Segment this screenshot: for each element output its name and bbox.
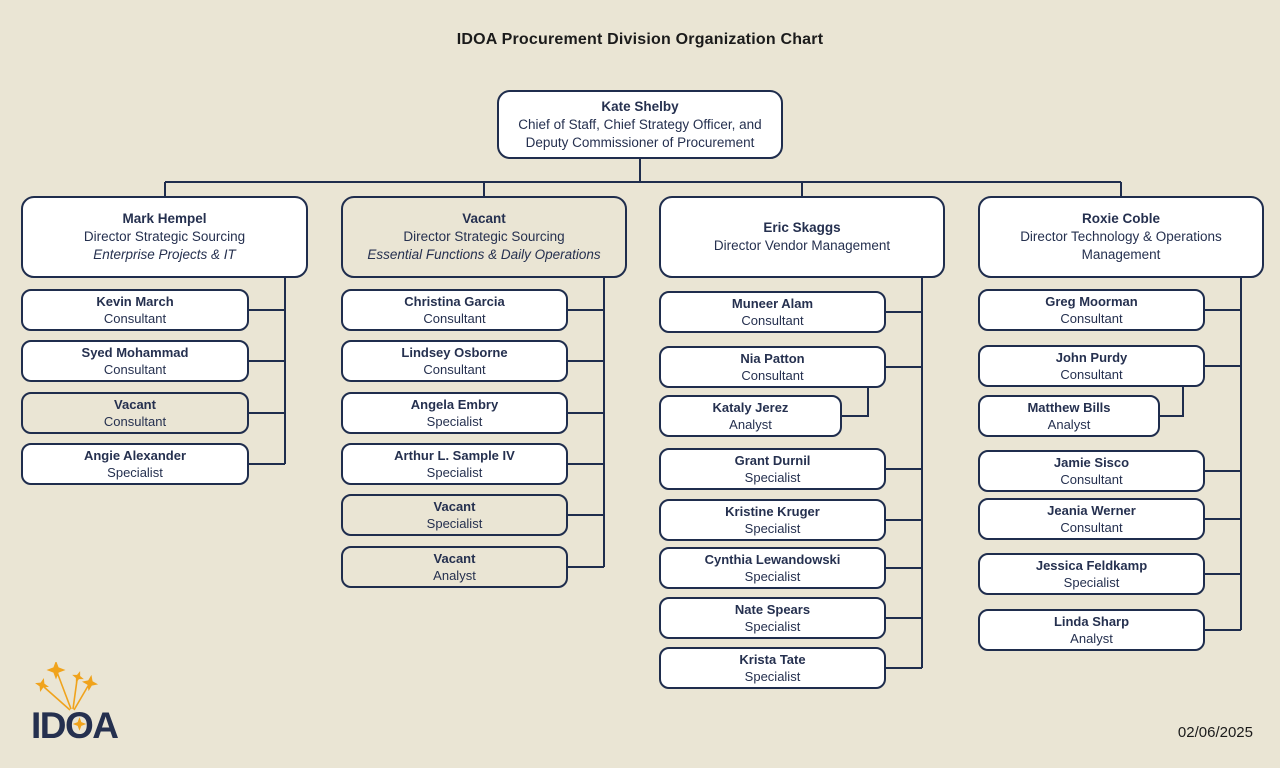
chart-date: 02/06/2025 [1177, 724, 1253, 741]
person-name: Nate Spears [734, 602, 811, 617]
person-role: Analyst [729, 417, 772, 432]
person-name: Jamie Sisco [1053, 455, 1130, 470]
person-name: Jeania Werner [1047, 503, 1136, 518]
org-box-kataly-jerez: Kataly Jerez Analyst [659, 395, 842, 437]
org-box-arthur-sample: Arthur L. Sample IV Specialist [341, 443, 568, 485]
person-role: Specialist [426, 516, 483, 531]
person-role: Director Vendor Management [713, 238, 891, 253]
person-role: Consultant [423, 362, 486, 377]
org-box-linda-sharp: Linda Sharp Analyst [978, 609, 1205, 651]
person-role: Consultant [741, 313, 804, 328]
person-name: Lindsey Osborne [401, 345, 508, 360]
org-box-kristine-kruger: Kristine Kruger Specialist [659, 499, 886, 541]
person-name: Vacant [433, 499, 476, 514]
person-role: Consultant [103, 311, 167, 326]
person-role: Specialist [744, 470, 801, 485]
person-role: Specialist [744, 669, 801, 684]
person-role: Consultant [103, 414, 167, 429]
person-name: Mark Hempel [122, 211, 207, 226]
person-role: Director Strategic Sourcing [83, 229, 246, 244]
person-role: Specialist [744, 569, 801, 584]
org-box-angela-embry: Angela Embry Specialist [341, 392, 568, 434]
logo-text: IDOA [31, 705, 118, 746]
person-name: Kate Shelby [601, 98, 679, 114]
person-name: Syed Mohammad [81, 345, 189, 360]
org-box-greg-moorman: Greg Moorman Consultant [978, 289, 1205, 331]
person-role: Chief of Staff, Chief Strategy Officer, … [518, 116, 762, 150]
person-name: Nia Patton [740, 351, 805, 366]
org-box-john-purdy: John Purdy Consultant [978, 345, 1205, 387]
org-box-eric-skaggs: Eric Skaggs Director Vendor Management [659, 196, 945, 278]
org-box-kevin-march: Kevin March Consultant [21, 289, 249, 331]
person-name: Cynthia Lewandowski [704, 552, 841, 567]
person-name: Jessica Feldkamp [1035, 558, 1148, 573]
person-name: Matthew Bills [1027, 400, 1111, 415]
org-box-cynthia-lewandowski: Cynthia Lewandowski Specialist [659, 547, 886, 589]
person-role: Analyst [433, 568, 476, 583]
person-name: Vacant [433, 551, 476, 566]
org-box-kate-shelby: Kate Shelby Chief of Staff, Chief Strate… [497, 90, 783, 159]
person-name: Eric Skaggs [763, 220, 841, 235]
person-name: Arthur L. Sample IV [394, 448, 515, 463]
person-role: Analyst [1070, 631, 1113, 646]
person-role: Consultant [1060, 472, 1123, 487]
org-box-jeania-werner: Jeania Werner Consultant [978, 498, 1205, 540]
person-role: Consultant [103, 362, 167, 377]
person-role: Specialist [744, 521, 801, 536]
org-box-lindsey-osborne: Lindsey Osborne Consultant [341, 340, 568, 382]
person-role: Consultant [1060, 367, 1123, 382]
person-name: Greg Moorman [1045, 294, 1138, 309]
org-box-krista-tate: Krista Tate Specialist [659, 647, 886, 689]
org-box-vacant-director: Vacant Director Strategic Sourcing Essen… [341, 196, 627, 278]
person-name: Roxie Coble [1081, 211, 1160, 226]
org-box-nate-spears: Nate Spears Specialist [659, 597, 886, 639]
page-title: IDOA Procurement Division Organization C… [456, 31, 824, 48]
person-role: Specialist [1063, 575, 1120, 590]
org-box-nia-patton: Nia Patton Consultant [659, 346, 886, 388]
person-role: Specialist [426, 465, 483, 480]
person-role: Director Technology & Operations Managem… [1020, 229, 1222, 262]
person-role: Analyst [1047, 417, 1091, 432]
person-name: Vacant [462, 211, 506, 226]
person-role: Consultant [741, 368, 804, 383]
org-box-angie-alexander: Angie Alexander Specialist [21, 443, 249, 485]
person-name: Angie Alexander [83, 448, 187, 463]
org-box-jamie-sisco: Jamie Sisco Consultant [978, 450, 1205, 492]
person-subrole: Essential Functions & Daily Operations [367, 247, 601, 262]
person-name: Angela Embry [410, 397, 499, 412]
org-box-vacant-specialist: Vacant Specialist [341, 494, 568, 536]
person-name: Kevin March [96, 294, 174, 309]
person-role: Specialist [744, 619, 801, 634]
org-box-muneer-alam: Muneer Alam Consultant [659, 291, 886, 333]
person-name: Vacant [114, 397, 156, 412]
org-box-jessica-feldkamp: Jessica Feldkamp Specialist [978, 553, 1205, 595]
person-name: Linda Sharp [1053, 614, 1130, 629]
person-name: Christina Garcia [404, 294, 505, 309]
org-box-vacant-analyst: Vacant Analyst [341, 546, 568, 588]
person-role: Consultant [423, 311, 486, 326]
person-name: Kataly Jerez [712, 400, 789, 415]
person-role: Consultant [1060, 311, 1123, 326]
org-box-roxie-coble: Roxie Coble Director Technology & Operat… [978, 196, 1264, 278]
person-name: John Purdy [1055, 350, 1128, 365]
person-name: Muneer Alam [731, 296, 814, 311]
org-box-mark-hempel: Mark Hempel Director Strategic Sourcing … [21, 196, 308, 278]
org-box-matthew-bills: Matthew Bills Analyst [978, 395, 1160, 437]
person-role: Specialist [107, 465, 163, 480]
idoa-logo: IDOA [31, 662, 120, 746]
org-box-vacant-consultant: Vacant Consultant [21, 392, 249, 434]
person-subrole: Enterprise Projects & IT [93, 247, 236, 262]
person-name: Kristine Kruger [725, 504, 820, 519]
org-box-syed-mohammad: Syed Mohammad Consultant [21, 340, 249, 382]
org-box-christina-garcia: Christina Garcia Consultant [341, 289, 568, 331]
person-role: Consultant [1060, 520, 1123, 535]
person-name: Grant Durnil [734, 453, 811, 468]
person-role: Director Strategic Sourcing [403, 229, 565, 244]
org-box-grant-durnil: Grant Durnil Specialist [659, 448, 886, 490]
person-name: Krista Tate [739, 652, 806, 667]
person-role: Specialist [426, 414, 483, 429]
